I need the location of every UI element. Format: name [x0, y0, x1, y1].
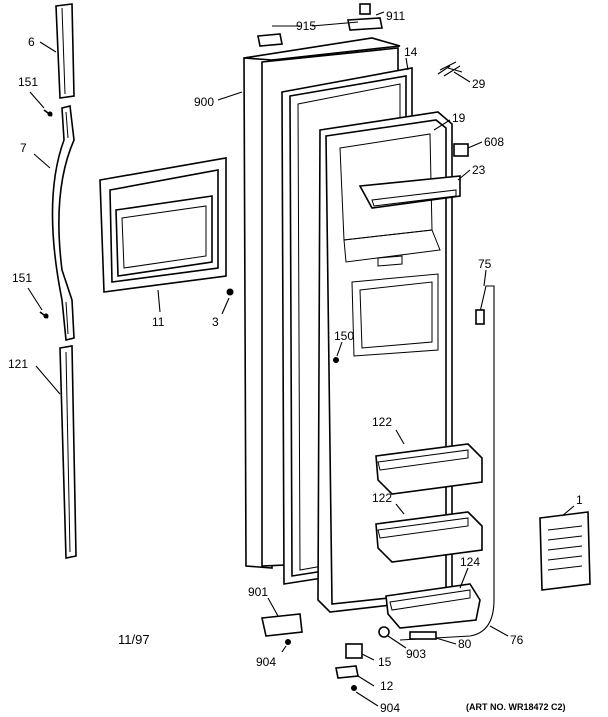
part-12: [335, 665, 359, 679]
handle-part-7: [51, 105, 75, 342]
callout-labels: 6 151 7 151 121 11 3 900 915 911 14 29 1…: [8, 9, 583, 715]
callout-6: 6: [28, 35, 35, 49]
callout-1: 1: [576, 493, 583, 507]
callout-151-lower: 151: [12, 271, 32, 285]
dispenser-frame-part-11: [99, 157, 227, 293]
callout-903: 903: [406, 647, 426, 661]
screw-part-904-a: [285, 639, 291, 645]
callout-122-upper: 122: [372, 415, 392, 429]
art-number: (ART NO. WR18472 C2): [466, 702, 566, 712]
bracket-part-901: [261, 613, 303, 637]
screw-part-150: [333, 357, 339, 363]
callout-80: 80: [458, 637, 472, 651]
callout-3: 3: [212, 315, 219, 329]
bottom-bin-part-124: [385, 583, 481, 629]
screw-part-151-lower: [39, 311, 49, 319]
callout-75: 75: [478, 257, 492, 271]
callout-904-a: 904: [256, 655, 276, 669]
callout-900: 900: [194, 95, 214, 109]
callout-76: 76: [510, 633, 524, 647]
door-bin-part-122-lower: [375, 511, 483, 563]
part-903: [378, 626, 390, 638]
callout-904-b: 904: [380, 701, 400, 715]
shelf-part-23: [358, 175, 461, 209]
date-code: 11/97: [118, 632, 150, 647]
callout-151-upper: 151: [18, 75, 38, 89]
trim-strip-part-121: [59, 345, 77, 559]
wire-harness-part-29: [437, 61, 463, 77]
cap-part-911: [359, 3, 371, 15]
callout-14: 14: [404, 45, 418, 59]
switch-part-608: [453, 143, 469, 157]
callout-7: 7: [20, 141, 27, 155]
callout-150: 150: [334, 329, 354, 343]
callout-124: 124: [460, 555, 480, 569]
trim-plates-part-915: [257, 17, 383, 47]
callout-15: 15: [378, 655, 392, 669]
callout-915: 915: [296, 19, 316, 33]
door-bin-part-122-upper: [375, 443, 483, 495]
tube-part-75-76: [399, 285, 495, 641]
callout-23: 23: [472, 163, 486, 177]
callout-911: 911: [386, 9, 405, 23]
part-15: [345, 643, 363, 659]
part-80: [409, 631, 437, 640]
callout-901: 901: [248, 585, 268, 599]
callout-122-lower: 122: [372, 491, 392, 505]
callout-121: 121: [8, 357, 28, 371]
booklet-part-1: [539, 511, 591, 591]
callout-11: 11: [152, 315, 165, 329]
screw-part-904-b: [351, 685, 357, 691]
screw-part-151-upper: [43, 109, 53, 117]
callout-12: 12: [380, 679, 394, 693]
trim-strip-part-6: [55, 3, 75, 99]
callout-608: 608: [484, 135, 504, 149]
callout-19: 19: [452, 111, 466, 125]
callout-29: 29: [472, 77, 486, 91]
leader-lines: [27, 11, 575, 707]
screw-part-3: [226, 288, 234, 296]
